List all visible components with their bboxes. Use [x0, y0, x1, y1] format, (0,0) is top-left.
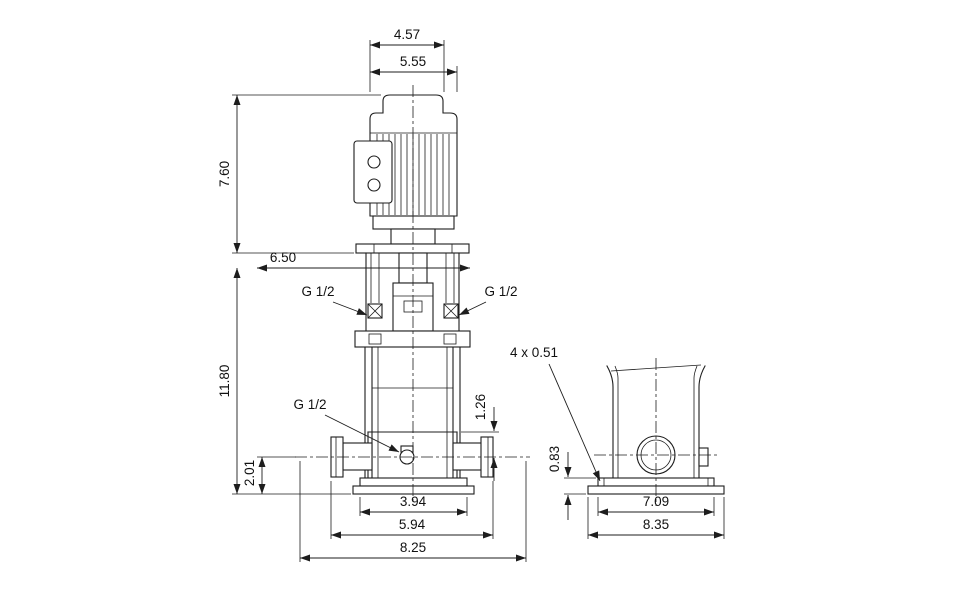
dimensions: 4.57 5.55 7.60 6.50 11.80 [217, 27, 725, 562]
motor-stool [365, 252, 460, 332]
label-vent-left: G 1/2 [301, 284, 334, 299]
dim-port-span: 5.94 [330, 481, 494, 539]
dim-top-width: 4.57 [369, 27, 445, 92]
callout-vent-left: G 1/2 [301, 284, 368, 316]
dim-label-head-width: 6.50 [270, 250, 296, 265]
dim-side-bolt-span: 7.09 [597, 494, 715, 516]
dim-label-base-plate-height: 0.83 [547, 446, 562, 472]
cable-gland-bottom [367, 178, 381, 192]
label-drain: G 1/2 [293, 397, 326, 412]
cable-gland-top [367, 155, 381, 169]
dim-motor-height: 7.60 [217, 94, 381, 254]
terminal-box [353, 140, 393, 204]
pump-sleeve [364, 346, 461, 479]
pump-head [354, 330, 471, 348]
dim-head-width: 6.50 [257, 250, 470, 272]
vent-plug-right [443, 303, 459, 319]
callout-drain: G 1/2 [293, 397, 400, 453]
dim-pump-height: 11.80 [217, 268, 351, 495]
dim-label-chamber-height: 1.26 [473, 394, 488, 420]
label-vent-right: G 1/2 [484, 284, 517, 299]
dim-label-pump-height: 11.80 [217, 365, 232, 398]
dim-label-port-height: 2.01 [242, 460, 257, 486]
vent-plug-left [367, 303, 383, 319]
front-view [330, 94, 494, 495]
side-plug [698, 447, 709, 467]
callout-vent-right: G 1/2 [458, 284, 518, 316]
dim-label-overall-width: 8.25 [400, 540, 426, 555]
drain-plug [399, 445, 415, 465]
label-base-holes: 4 x 0.51 [510, 345, 558, 360]
dim-label-motor-height: 7.60 [217, 161, 232, 187]
dim-label-side-base-width: 8.35 [643, 517, 669, 532]
dim-label-bolt-span: 3.94 [400, 494, 427, 509]
dim-port-height: 2.01 [242, 456, 296, 494]
center-lines [295, 85, 718, 506]
callout-base-holes: 4 x 0.51 [510, 345, 601, 482]
base-plate-front [352, 477, 475, 495]
dim-label-top-width: 4.57 [394, 27, 420, 42]
dim-bolt-span: 3.94 [359, 494, 468, 516]
dim-label-port-span: 5.94 [399, 517, 426, 532]
dim-chamber-height: 1.26 [461, 394, 499, 481]
dim-base-plate-height: 0.83 [547, 446, 596, 520]
dim-overall-width: 8.25 [299, 461, 527, 562]
dim-label-motor-width: 5.55 [400, 54, 426, 69]
dim-motor-width: 5.55 [370, 54, 458, 92]
motor-end-shield [355, 215, 470, 254]
dim-side-base-width: 8.35 [587, 497, 725, 539]
dim-label-side-bolt-span: 7.09 [643, 494, 669, 509]
